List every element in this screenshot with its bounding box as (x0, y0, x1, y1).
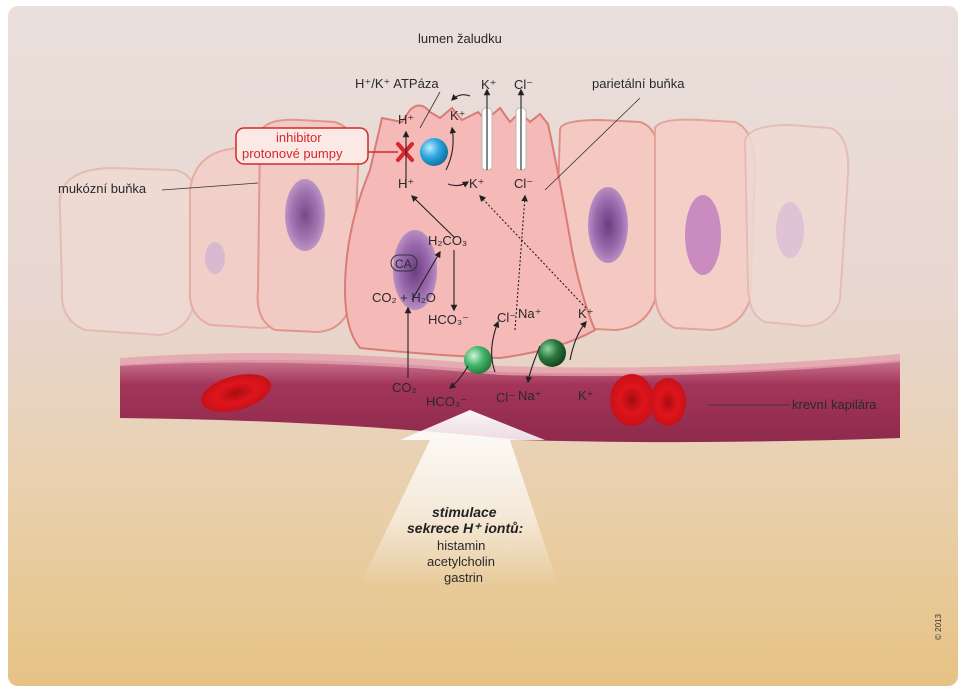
ion-hco3-cell: HCO₃⁻ (428, 312, 469, 327)
nucleus (285, 179, 325, 251)
stimulant-acetylcholine: acetylcholin (427, 554, 495, 569)
mucous-cell-label: mukózní buňka (58, 181, 147, 196)
ion-k-base: K⁺ (578, 306, 594, 321)
nucleus (393, 230, 437, 310)
mucous-cells-left (58, 118, 360, 337)
capillary-label: krevní kapilára (792, 397, 877, 412)
ion-cl-lumen: Cl⁻ (514, 77, 533, 92)
inhibitor-box (235, 127, 369, 165)
red-blood-cell (200, 374, 272, 412)
stimulation-title-1: stimulace (432, 504, 497, 520)
mucous-cells-right (553, 118, 850, 332)
ion-cl-base: Cl⁻ (497, 310, 516, 325)
inhibitor-cross-icon (396, 142, 414, 162)
proton-pump-ball (420, 138, 448, 166)
parietal-cell-label: parietální buňka (592, 76, 685, 91)
leader-lines (161, 91, 790, 406)
inhibitor-label-1: inhibitor (276, 130, 322, 145)
co2-h2o-label: CO₂ + H₂O (372, 290, 436, 305)
ion-cl-cell: Cl⁻ (514, 176, 533, 191)
nucleus (588, 187, 628, 263)
na-k-pump (538, 339, 566, 367)
ion-k-top: K⁺ (450, 108, 466, 123)
lumen-label: lumen žaludku (418, 31, 502, 46)
atpase-label: H⁺/K⁺ ATPáza (355, 76, 439, 91)
stimulation-title-2: sekrece H⁺ iontů: (407, 520, 523, 536)
ion-k-blood: K⁺ (578, 388, 594, 403)
ion-na-base: Na⁺ (518, 306, 541, 321)
ion-k-cell: K⁺ (469, 176, 485, 191)
ca-enzyme-badge (390, 254, 418, 272)
ion-h-cell: H⁺ (398, 176, 414, 191)
copyright-label: © 2013 (934, 614, 943, 640)
ion-cl-blood: Cl⁻ (496, 390, 515, 405)
stimulant-histamine: histamin (437, 538, 485, 553)
ion-h2co3: H₂CO₃ (428, 233, 467, 248)
red-blood-cell (650, 378, 686, 426)
inhibitor-label-2: protonové pumpy (242, 146, 343, 161)
blood-capillary (120, 359, 900, 443)
ion-na-blood: Na⁺ (518, 388, 541, 403)
ion-h-top: H⁺ (398, 112, 414, 127)
stimulation-arrow (360, 410, 558, 585)
ion-hco3-blood: HCO₃⁻ (426, 394, 467, 409)
ion-k-lumen: K⁺ (481, 77, 497, 92)
ion-flow-arrows (402, 88, 587, 389)
red-blood-cell (610, 374, 654, 426)
ca-label: CA (395, 257, 412, 271)
co2-blood-label: CO₂ (392, 380, 417, 395)
cl-hco3-exchanger (464, 346, 492, 374)
stimulant-gastrin: gastrin (444, 570, 483, 585)
